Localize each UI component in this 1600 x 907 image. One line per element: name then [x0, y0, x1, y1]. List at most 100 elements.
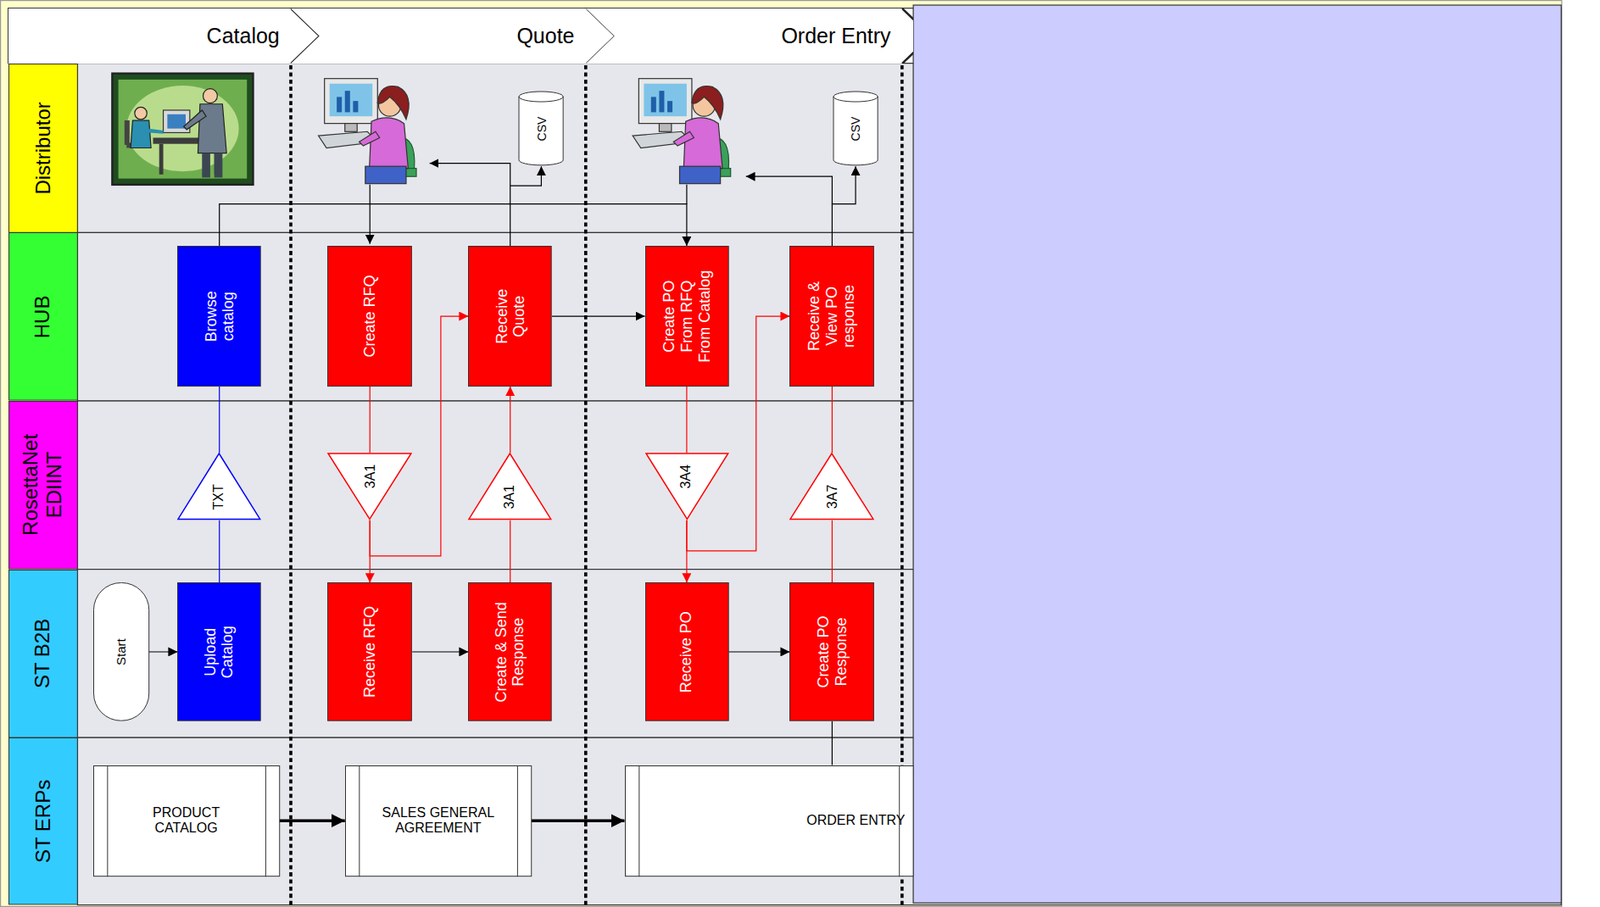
message-triangle: 3A7 — [789, 452, 875, 520]
phase-separator — [584, 8, 588, 906]
office-illustration — [111, 73, 253, 185]
text-holder: 3A1 — [327, 442, 413, 510]
node-shape — [328, 583, 413, 722]
swimlane-label: ST ERPs — [8, 737, 79, 905]
message-triangle: 3A4 — [645, 452, 730, 520]
node-label: Quote — [516, 23, 575, 49]
node-label: Create PO Response — [814, 605, 850, 699]
text-holder: Receive PO — [645, 582, 730, 722]
node-label: SALES GENERAL AGREEMENT — [379, 805, 498, 837]
text-holder: 3A4 — [645, 442, 730, 510]
node-shape — [178, 246, 262, 387]
node-shape — [902, 8, 914, 64]
node-shape — [8, 8, 320, 64]
overlay-panel — [913, 5, 1561, 904]
connector — [831, 721, 833, 766]
node-label: Receive & View PO response — [805, 269, 859, 363]
phase-chevron: Order Entry — [585, 8, 914, 64]
node-label: HUB — [31, 295, 56, 339]
node-shape — [833, 91, 878, 166]
node-shape — [517, 765, 519, 877]
process-box: Receive Quote — [468, 245, 552, 387]
node-shape — [646, 453, 729, 519]
leader-line — [369, 184, 371, 245]
node-shape — [8, 8, 320, 64]
phase-chevron: Quote — [290, 8, 616, 64]
worker-illustration — [632, 78, 731, 184]
node-label: Order Entry — [780, 23, 891, 49]
connector — [685, 520, 687, 583]
connector — [509, 520, 511, 583]
text-holder: 3A7 — [789, 462, 875, 530]
connector — [831, 166, 856, 246]
node-shape — [8, 738, 78, 905]
office-illustration — [159, 144, 164, 175]
connector — [369, 520, 371, 583]
office-illustration — [149, 128, 164, 134]
node-shape — [345, 765, 531, 876]
leader-line — [746, 176, 833, 204]
predefined-process: PRODUCT CATALOG — [93, 765, 280, 877]
node-label: Distributor — [31, 101, 56, 195]
node-shape — [264, 765, 266, 877]
node-label: Create & Send Response — [492, 588, 528, 716]
process-box: Create RFQ — [327, 245, 413, 387]
connector — [551, 315, 646, 317]
node-label: 3A4 — [679, 464, 695, 489]
node-label: Upload Catalog — [201, 609, 237, 695]
text-holder: Catalog — [8, 8, 320, 64]
node-shape — [645, 583, 729, 722]
process-box: Receive & View PO response — [789, 245, 875, 387]
node-shape — [178, 453, 261, 519]
node-label: CSV — [534, 117, 548, 142]
leader-line — [429, 163, 511, 186]
node-label: CSV — [848, 117, 863, 142]
node-shape — [638, 765, 640, 877]
node-shape — [178, 246, 262, 387]
node-shape — [8, 233, 78, 402]
node-label: ORDER ENTRY — [806, 813, 905, 829]
connector — [218, 386, 220, 453]
node-shape — [790, 246, 875, 387]
node-shape — [106, 765, 108, 877]
office-illustration — [118, 79, 248, 179]
connector — [831, 520, 833, 583]
node-shape — [8, 569, 78, 738]
node-label: 3A7 — [824, 485, 840, 509]
connector — [509, 386, 511, 453]
text-holder: PRODUCT CATALOG — [93, 765, 280, 877]
node-label: Receive PO — [678, 611, 697, 693]
node-shape — [8, 401, 78, 569]
node-label: ST B2B — [31, 618, 56, 689]
node-shape — [178, 583, 262, 722]
node-label: Receive Quote — [492, 278, 528, 355]
node-shape — [178, 453, 261, 519]
node-shape — [624, 765, 914, 876]
node-shape — [790, 246, 875, 387]
connector — [279, 819, 346, 823]
text-holder: Receive & View PO response — [789, 245, 875, 387]
node-shape — [8, 569, 78, 738]
node-shape — [790, 453, 874, 519]
text-holder: Quote — [290, 8, 616, 64]
message-triangle: 3A1 — [468, 452, 552, 520]
connector — [219, 204, 687, 246]
node-shape — [8, 63, 78, 233]
text-holder: RosettaNet EDIINT — [8, 401, 79, 570]
office-illustration — [134, 106, 147, 119]
process-box: Receive PO — [645, 582, 730, 722]
node-shape — [328, 453, 412, 519]
text-holder: 3A1 — [468, 462, 552, 530]
node-shape — [8, 401, 78, 569]
node-shape — [8, 233, 78, 402]
node-label: 3A1 — [502, 485, 519, 509]
node-shape — [93, 583, 149, 722]
node-label: Create PO From RFQ From Catalog — [660, 267, 714, 366]
node-shape — [833, 91, 878, 166]
data-store: CSV — [518, 91, 564, 167]
node-shape — [585, 8, 914, 64]
node-shape — [328, 246, 413, 387]
node-shape — [468, 453, 552, 519]
node-shape — [8, 63, 78, 233]
predefined-process: SALES GENERAL AGREEMENT — [345, 765, 532, 877]
